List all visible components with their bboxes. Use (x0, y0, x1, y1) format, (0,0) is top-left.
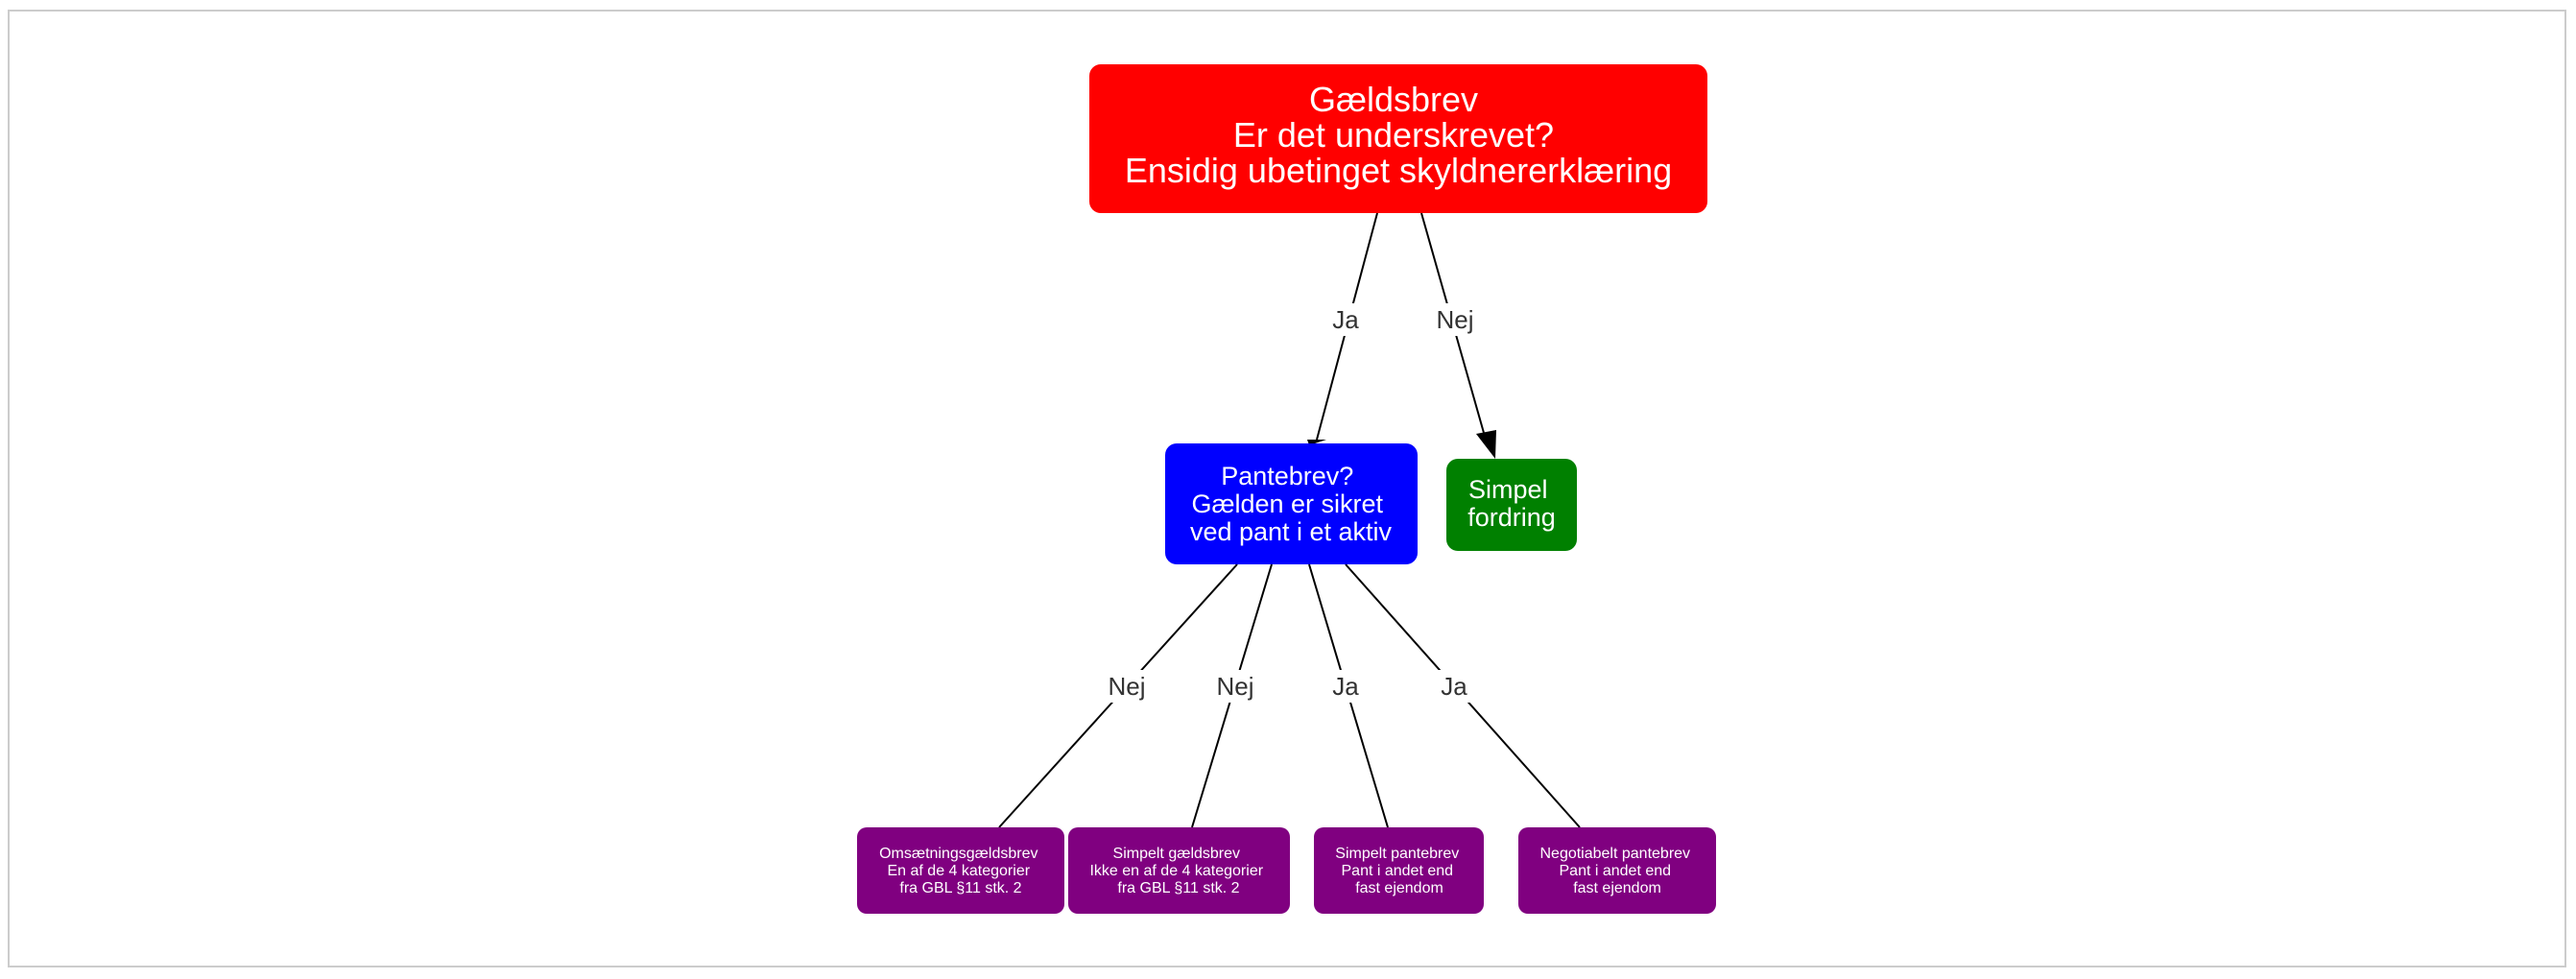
node-pantebrev: Pantebrev? Gælden er sikret ved pant i e… (1165, 443, 1418, 564)
svg-text:Omsætningsgældsbrev En: Omsætningsgældsbrev En af de 4 kategorie… (879, 846, 1042, 896)
node-omsaetning-line-2: En af de 4 kategorier (888, 863, 1031, 879)
svg-text:Pantebrev? Gælden er s: Pantebrev? Gælden er sikret ved pant i e… (1190, 462, 1393, 546)
node-gaeldsbrev-line-1: Gældsbrev (1309, 80, 1478, 119)
node-simpel-fordring-box (1446, 459, 1577, 551)
node-pantebrev-line-2: Gælden er sikret (1191, 490, 1383, 518)
edge-label-pb-nej-1: Nej (1108, 672, 1145, 701)
node-simpelt-gaeldsbrev: Simpelt gældsbrev Ikke en af de 4 katego… (1068, 827, 1290, 914)
svg-text:Gældsbrev Er det under: Gældsbrev Er det underskrevet? Ensidig u… (1125, 80, 1672, 190)
node-pantebrev-box (1165, 443, 1418, 564)
node-simpelt-pantebrev-line-3: fast ejendom (1355, 880, 1443, 896)
node-simpel-fordring-line-1: Simpel (1468, 475, 1548, 504)
svg-text:Simpelt pantebrev Pant: Simpelt pantebrev Pant i andet end fast … (1335, 846, 1463, 896)
node-negotiabelt-line-2: Pant i andet end (1560, 863, 1672, 879)
node-simpelt-pantebrev-line-1: Simpelt pantebrev (1335, 846, 1459, 862)
node-gaeldsbrev: Gældsbrev Er det underskrevet? Ensidig u… (1089, 64, 1707, 213)
node-gaeldsbrev-line-3: Ensidig ubetinget skyldnererklæring (1125, 151, 1672, 190)
node-simpel-fordring: Simpel fordring (1446, 459, 1577, 551)
edge-label-pb-ja-2: Ja (1441, 672, 1467, 701)
arrowhead-simpel (1476, 430, 1496, 459)
node-gaeldsbrev-box (1089, 64, 1707, 213)
node-simpelt-pantebrev-box (1314, 827, 1484, 914)
node-simpelt-gaeldsbrev-box (1068, 827, 1290, 914)
node-omsaetningsgaeldsbrev: Omsætningsgældsbrev En af de 4 kategorie… (857, 827, 1064, 914)
edge-label-pb-nej-2: Nej (1216, 672, 1253, 701)
node-negotiabelt-line-1: Negotiabelt pantebrev (1539, 846, 1690, 862)
node-simpelt-gaeldsbrev-line-2: Ikke en af de 4 kategorier (1089, 863, 1263, 879)
node-omsaetningsgaeldsbrev-box (857, 827, 1064, 914)
node-negotiabelt-pantebrev-box (1518, 827, 1716, 914)
node-simpelt-gaeldsbrev-line-3: fra GBL §11 stk. 2 (1117, 880, 1239, 896)
node-gaeldsbrev-line-2: Er det underskrevet? (1233, 115, 1554, 155)
node-negotiabelt-line-3: fast ejendom (1573, 880, 1661, 896)
node-simpelt-pantebrev: Simpelt pantebrev Pant i andet end fast … (1314, 827, 1484, 914)
edge-label-pb-ja-1: Ja (1332, 672, 1359, 701)
node-pantebrev-line-1: Pantebrev? (1221, 462, 1353, 490)
edge-labels: Ja Nej Nej Nej Ja Ja (1104, 303, 1480, 703)
edge-label-root-ja: Ja (1332, 305, 1359, 334)
edge-label-root-nej: Nej (1436, 305, 1473, 334)
node-negotiabelt-pantebrev: Negotiabelt pantebrev Pant i andet end f… (1518, 827, 1716, 914)
svg-text:Simpelt gældsbrev Ikke: Simpelt gældsbrev Ikke en af de 4 katego… (1089, 846, 1267, 896)
svg-text:Negotiabelt pantebrev: Negotiabelt pantebrev Pant i andet end f… (1539, 846, 1694, 896)
node-omsaetning-line-3: fra GBL §11 stk. 2 (899, 880, 1021, 896)
svg-text:Simpel fordring: Simpel fordring (1467, 475, 1556, 532)
node-simpelt-pantebrev-line-2: Pant i andet end (1342, 863, 1454, 879)
node-simpelt-gaeldsbrev-line-1: Simpelt gældsbrev (1113, 846, 1241, 862)
node-omsaetning-line-1: Omsætningsgældsbrev (879, 846, 1038, 862)
node-pantebrev-line-3: ved pant i et aktiv (1190, 517, 1393, 546)
node-simpel-fordring-line-2: fordring (1467, 503, 1556, 532)
